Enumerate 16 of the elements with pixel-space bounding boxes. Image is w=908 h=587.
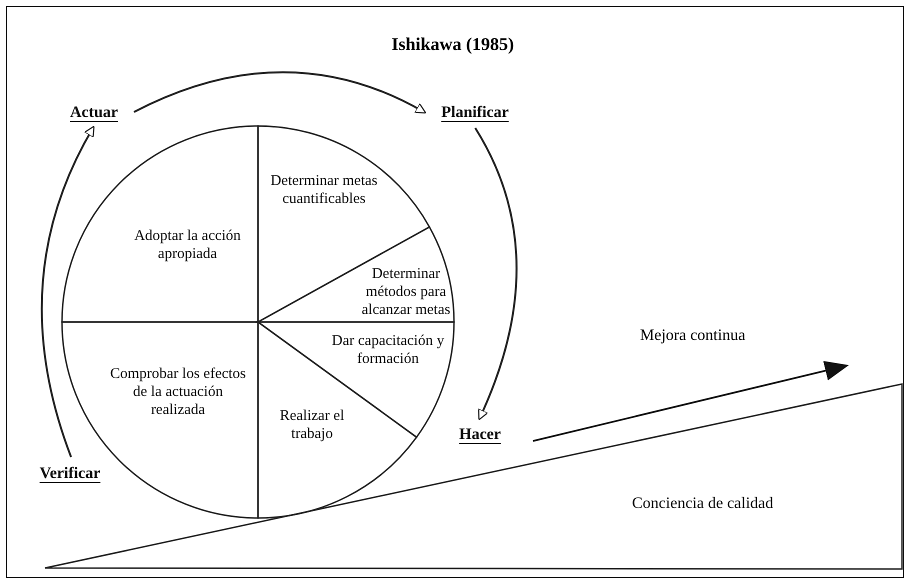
title: Ishikawa (1985) (392, 34, 514, 55)
curved-arrow (40, 126, 94, 458)
ramp-label: Conciencia de calidad (632, 494, 774, 514)
phase-label: Planificar (428, 100, 522, 124)
phase-label: Actuar (58, 100, 130, 124)
curved-arrow (474, 128, 518, 420)
phase-label: Verificar (28, 461, 112, 485)
arrow-label: Mejora continua (640, 327, 746, 345)
sector-label: Comprobar los efectos de la actuación realizada (110, 340, 246, 444)
sector-label: Determinar métodos para alcanzar metas (360, 264, 452, 320)
sector-label: Dar capacitación y formación (328, 326, 448, 374)
phase-label: Hacer (450, 422, 510, 446)
sector-label: Realizar el trabajo (262, 395, 362, 455)
sector-label: Determinar metas cuantificables (263, 150, 385, 230)
sector-label: Adoptar la acción apropiada (130, 205, 245, 285)
curved-arrow (134, 71, 426, 114)
